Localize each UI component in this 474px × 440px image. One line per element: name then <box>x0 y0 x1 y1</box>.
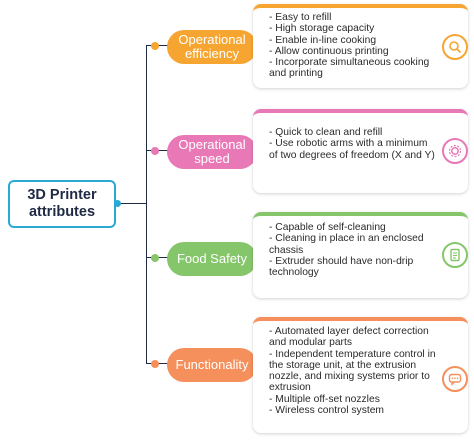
category-operational-efficiency: Operational efficiency <box>167 30 257 64</box>
document-icon <box>442 242 468 268</box>
card-food-safety: Capable of self-cleaning Cleaning in pla… <box>253 212 468 298</box>
card-operational-efficiency: Easy to refill High storage capacity Ena… <box>253 4 468 88</box>
root-node: 3D Printer attributes <box>8 180 116 228</box>
list-item: Multiple off-set nozzles <box>269 394 438 405</box>
list-item: Incorporate simultaneous cooking and pri… <box>269 57 438 80</box>
category-label-line1: Operational <box>178 136 246 152</box>
category-operational-speed: Operational speed <box>167 135 257 169</box>
list-item: Quick to clean and refill <box>269 127 438 138</box>
root-title-line1: 3D Printer <box>27 187 97 204</box>
category-functionality: Functionality <box>167 348 257 382</box>
card-items: Capable of self-cleaning Cleaning in pla… <box>253 216 468 280</box>
card-items: Easy to refill High storage capacity Ena… <box>253 8 468 82</box>
list-item: Easy to refill <box>269 12 438 23</box>
list-item: Cleaning in place in an enclosed chassis <box>269 233 438 256</box>
category-label-line1: Operational <box>178 31 246 47</box>
branch-dot-functionality <box>151 360 159 368</box>
branch-dot-operational-speed <box>151 147 159 155</box>
list-item: Wireless control system <box>269 405 438 416</box>
card-operational-speed: Quick to clean and refill Use robotic ar… <box>253 109 468 193</box>
search-icon <box>442 34 468 60</box>
card-items: Automated layer defect correction and mo… <box>253 321 468 418</box>
category-food-safety: Food Safety <box>167 242 257 276</box>
list-item: Allow continuous printing <box>269 46 438 57</box>
list-item: Enable in-line cooking <box>269 35 438 46</box>
category-label-line1: Functionality <box>175 356 249 372</box>
card-items: Quick to clean and refill Use robotic ar… <box>253 113 468 163</box>
root-connector-dot <box>114 200 121 207</box>
gear-icon <box>442 138 468 164</box>
list-item: Use robotic arms with a minimum of two d… <box>269 138 438 161</box>
root-title-line2: attributes <box>28 204 96 220</box>
list-item: High storage capacity <box>269 23 438 34</box>
list-item: Extruder should have non-drip technology <box>269 256 438 279</box>
category-label-line2: speed <box>194 151 230 166</box>
branch-dot-operational-efficiency <box>151 42 159 50</box>
card-functionality: Automated layer defect correction and mo… <box>253 317 468 433</box>
category-label-line2: efficiency <box>185 46 239 61</box>
list-item: Independent temperature control in the s… <box>269 349 438 394</box>
category-label-line1: Food Safety <box>176 250 248 266</box>
list-item: Automated layer defect correction and mo… <box>269 326 438 349</box>
list-item: Capable of self-cleaning <box>269 222 438 233</box>
branch-dot-food-safety <box>151 254 159 262</box>
chat-icon <box>442 366 468 392</box>
